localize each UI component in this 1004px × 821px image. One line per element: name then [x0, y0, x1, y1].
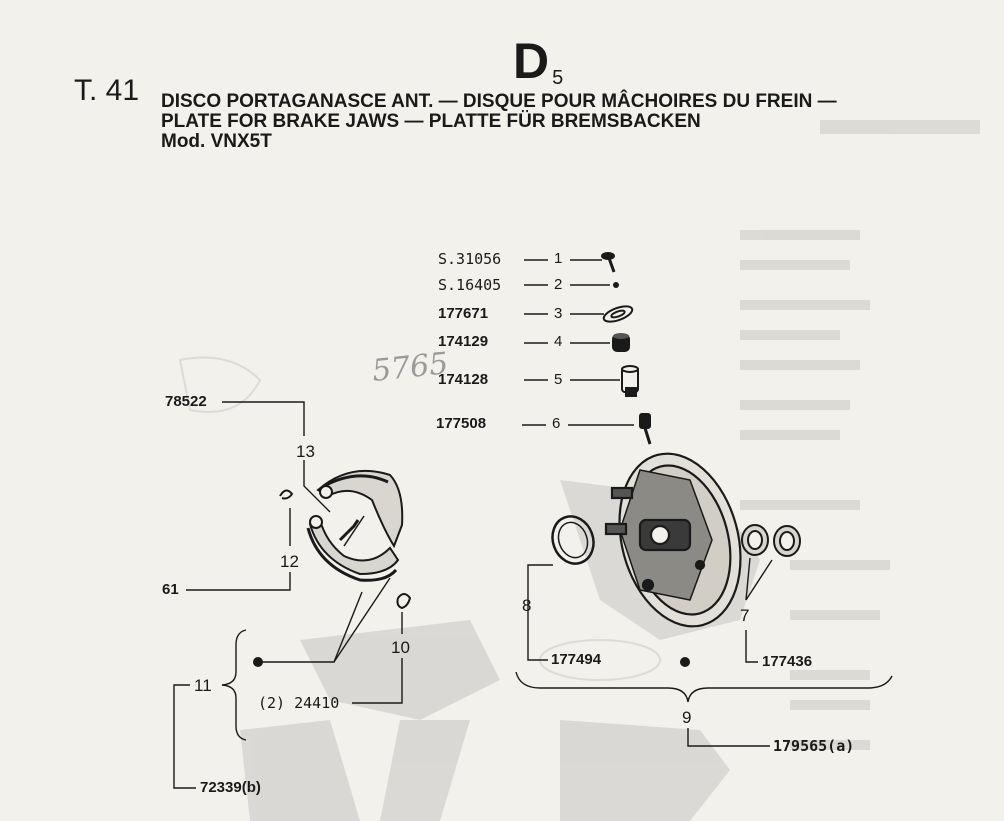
leader-11 [173, 684, 196, 789]
lock-plate-part-3 [602, 305, 634, 323]
part-code-3: 177671 [438, 305, 489, 322]
set-code-label: 72339(b) [200, 779, 261, 796]
title-line-3: Mod. VNX5T [161, 131, 272, 152]
brake-shoes [306, 469, 404, 582]
part-code-2: S.16405 [438, 276, 502, 294]
clip-part-10 [396, 593, 412, 610]
assembly-code-label: 179565(a) [773, 737, 855, 755]
sheet-code-letter: D [513, 33, 551, 89]
part-code-5: 174128 [438, 371, 489, 388]
leader-9 [687, 728, 770, 747]
part-ref-3: 3 [554, 305, 563, 322]
pin-ref-label: 12 [280, 552, 299, 571]
pin-code-label: 61 [162, 581, 179, 598]
part-code-4: 174129 [438, 333, 489, 350]
screw-part-1 [601, 252, 616, 273]
bearing-code-label: 177436 [762, 653, 813, 670]
set-ref-label: 11 [194, 676, 212, 695]
dot-11 [253, 657, 263, 667]
bearing-ref-label: 7 [740, 606, 750, 625]
stud-part-6 [639, 413, 652, 445]
part-code-6: 177508 [436, 415, 487, 432]
brake-plate [604, 452, 742, 628]
leader-11-link [258, 591, 363, 663]
leader-11-link-b [333, 577, 391, 663]
title-line-2: PLATE FOR BRAKE JAWS — PLATTE FÜR BREMSB… [161, 111, 701, 132]
sheet-code-subscript: 5 [552, 67, 565, 89]
leader-7 [745, 630, 758, 663]
spring-ref-label: 13 [296, 442, 315, 461]
leader-13b [303, 460, 331, 513]
seal-ref-label: 8 [522, 596, 532, 615]
leader-7a [745, 557, 751, 601]
leader-13 [222, 401, 305, 436]
brace-11 [221, 629, 247, 741]
clip-ref-label: 10 [391, 638, 410, 657]
part-ref-6: 6 [552, 415, 561, 432]
brace-9 [515, 671, 893, 703]
leader-7b [745, 559, 773, 601]
spring-code-label: 78522 [165, 393, 207, 410]
leader-10b [352, 658, 403, 704]
pin-part-12 [279, 489, 294, 500]
part-ref-1: 1 [554, 250, 563, 267]
assembly-ref-label: 9 [682, 708, 692, 727]
table-number: T. 41 [74, 74, 140, 107]
clip-code-label: (2) 24410 [258, 694, 340, 712]
bush-part-5 [621, 365, 639, 397]
bearings-part-7 [741, 524, 801, 557]
part-ref-5: 5 [554, 371, 563, 388]
part-code-1: S.31056 [438, 250, 502, 268]
seal-ring-part-8 [551, 515, 595, 565]
washer-part-2 [613, 282, 619, 288]
leader-12b [186, 572, 291, 591]
nut-part-4 [612, 333, 630, 352]
leader-8 [527, 564, 553, 661]
part-ref-4: 4 [554, 333, 563, 350]
seal-code-label: 177494 [551, 651, 602, 668]
dot-9 [680, 657, 690, 667]
title-line-1: DISCO PORTAGANASCE ANT. — DISQUE POUR MÂ… [161, 91, 837, 112]
part-ref-2: 2 [554, 276, 563, 293]
